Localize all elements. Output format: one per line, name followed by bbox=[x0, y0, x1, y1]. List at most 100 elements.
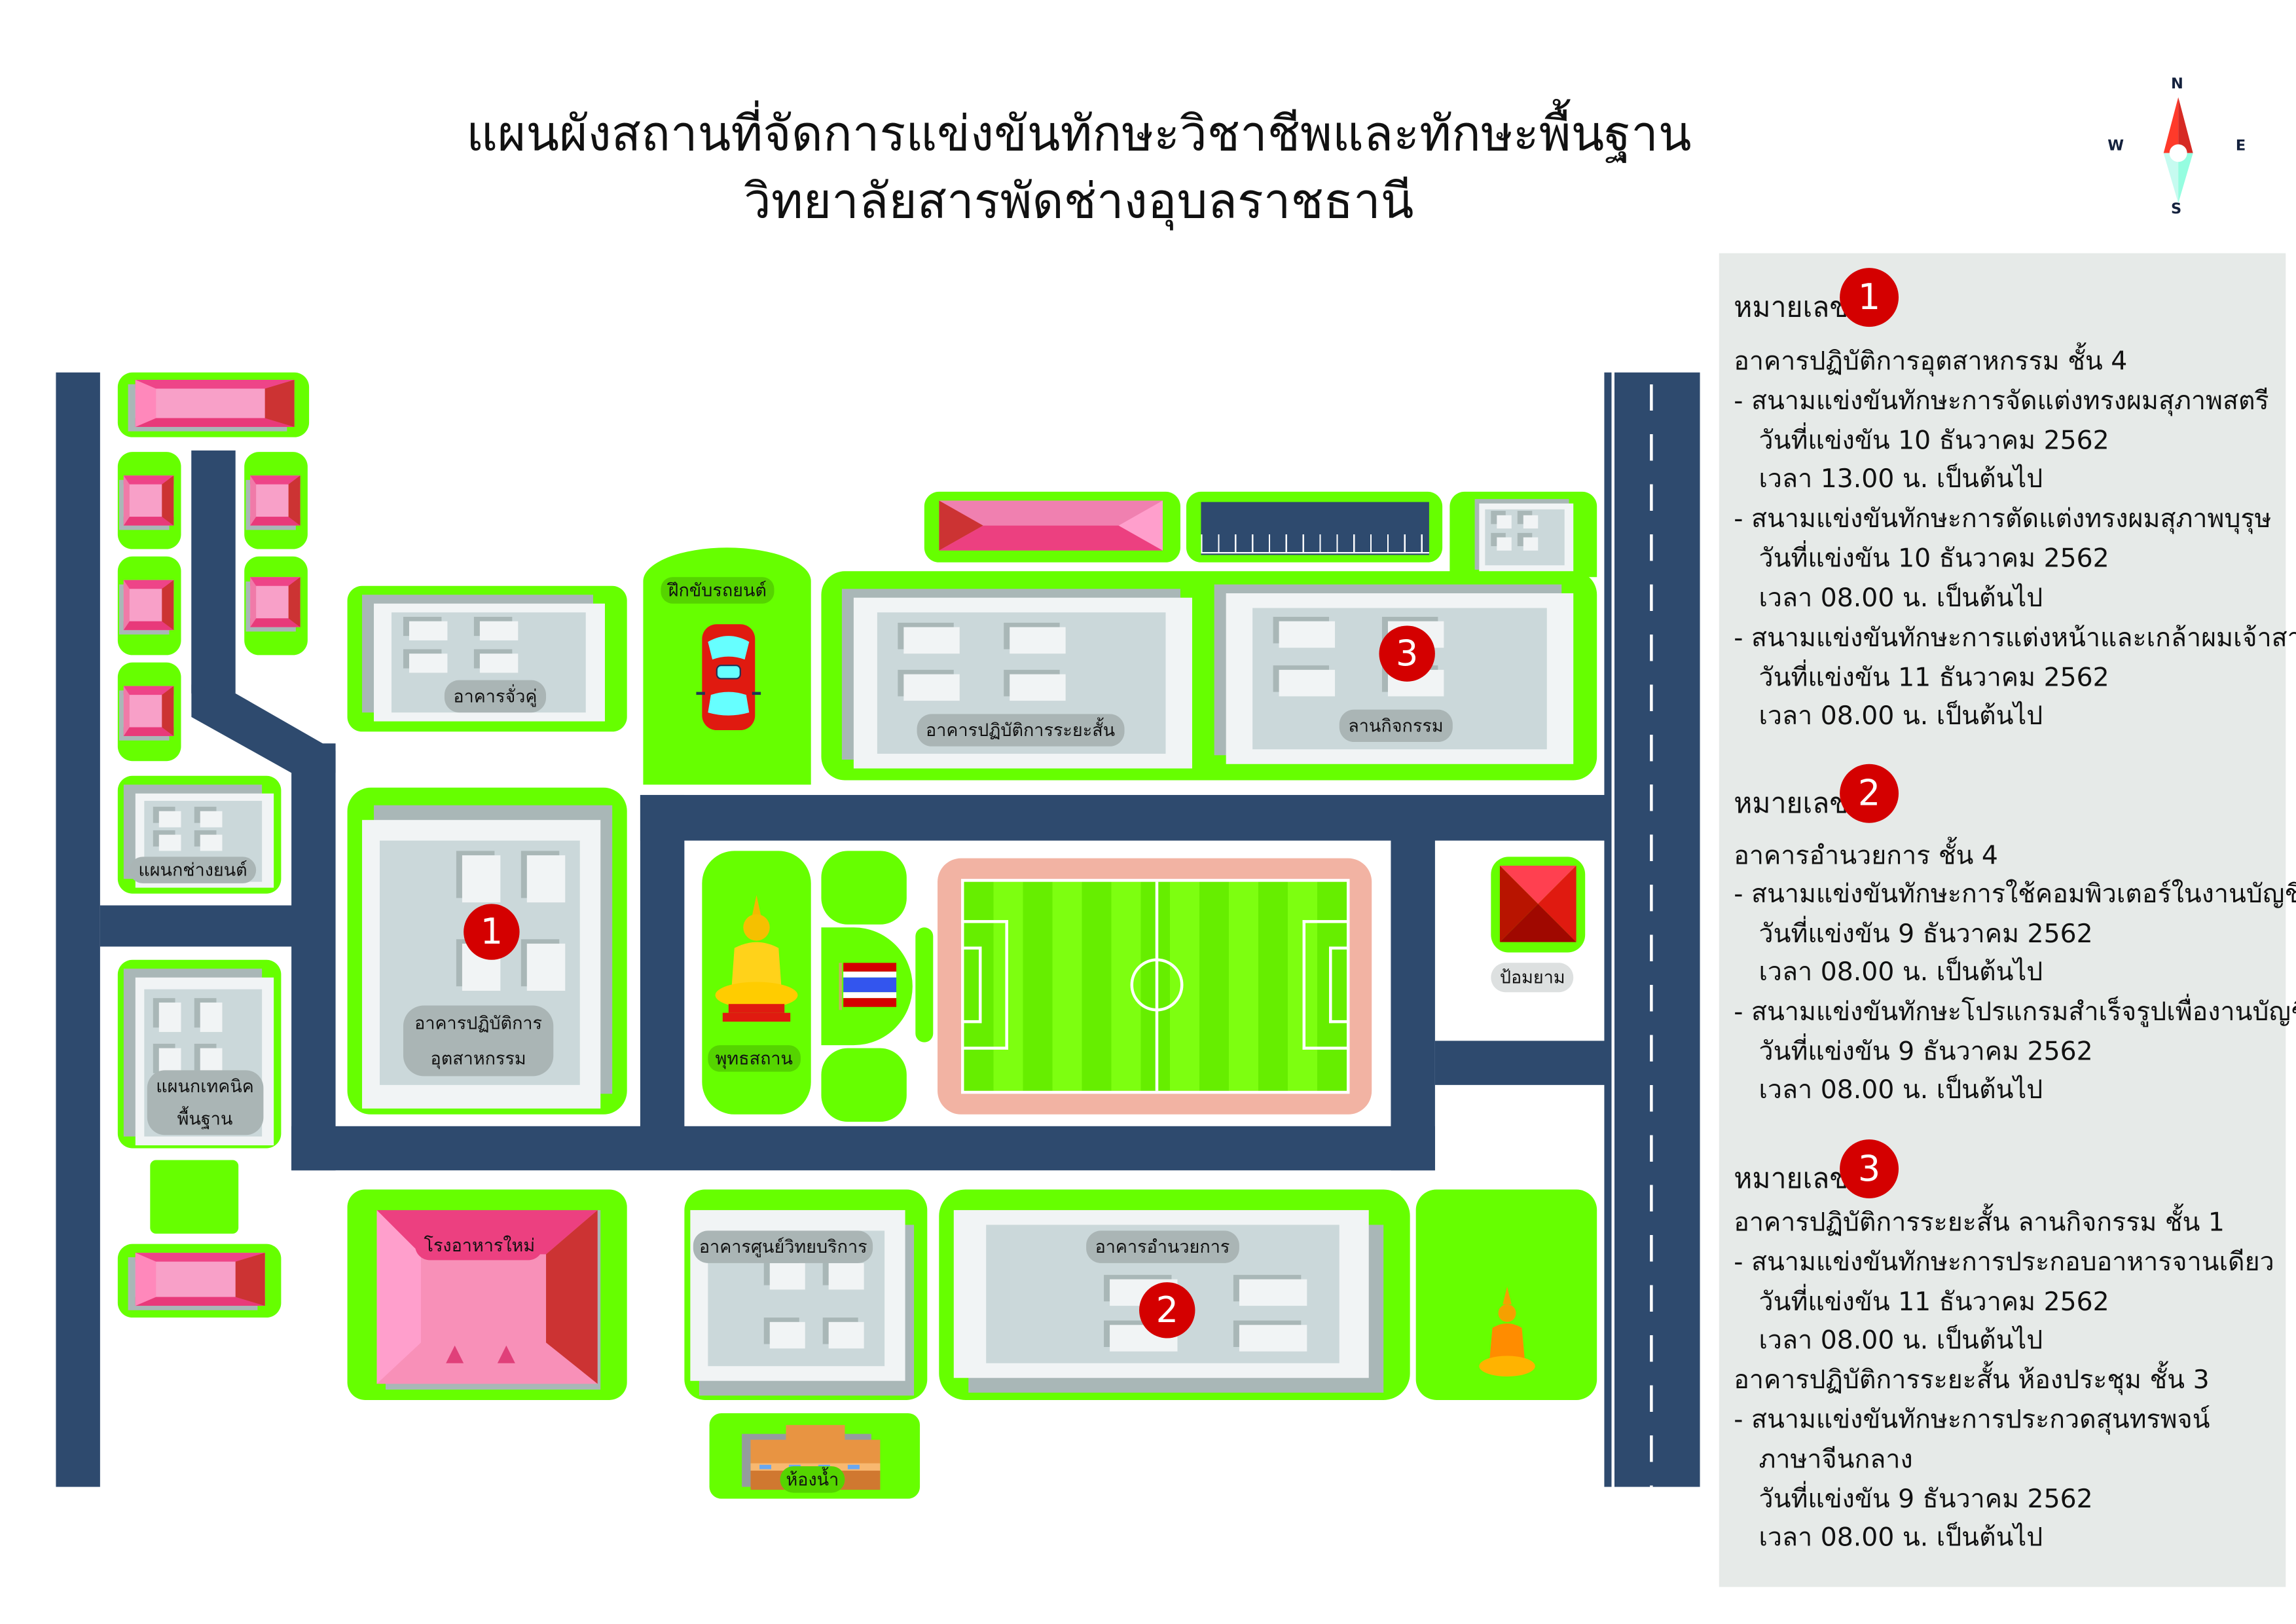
label-industrial-line1: อาคารปฏิบัติการ bbox=[414, 1012, 543, 1034]
grass-plot bbox=[924, 491, 1180, 563]
title-line-2: วิทยาลัยสารพัดช่างอุบลราชธานี bbox=[744, 172, 1414, 230]
legend-line: เวลา 08.00 น. เป็นต้นไป bbox=[1758, 1326, 2043, 1356]
legend-panel: หมายเลข 1 อาคารปฏิบัติการอุตสาหกรรม ชั้น… bbox=[1719, 253, 2296, 1587]
road bbox=[291, 1126, 1435, 1171]
house bbox=[244, 556, 308, 655]
small-building bbox=[1449, 491, 1597, 578]
marker-2[interactable]: 2 bbox=[1139, 1282, 1195, 1338]
grass-plot bbox=[117, 1244, 282, 1318]
legend-line: อาคารอำนวยการ ชั้น 4 bbox=[1734, 841, 1998, 872]
guard-house[interactable] bbox=[1491, 857, 1586, 953]
house bbox=[117, 556, 181, 655]
legend-line: วันที่แข่งขัน 9 ธันวาคม 2562 bbox=[1758, 1485, 2093, 1515]
road bbox=[640, 794, 1612, 841]
label-driving: ฝึกขับรถยนต์ bbox=[661, 577, 774, 604]
legend-line: เวลา 08.00 น. เป็นต้นไป bbox=[1758, 702, 2043, 732]
legend-line: เวลา 08.00 น. เป็นต้นไป bbox=[1758, 1523, 2043, 1553]
shrine-area[interactable]: พุทธสถาน bbox=[702, 851, 811, 1115]
road bbox=[100, 905, 295, 947]
legend-line: - สนามแข่งขันทักษะการประกวดสุนทรพจน์ bbox=[1734, 1405, 2210, 1435]
legend-line: - สนามแข่งขันทักษะการประกอบอาหารจานเดียว bbox=[1734, 1248, 2274, 1278]
football-field[interactable] bbox=[938, 858, 1372, 1115]
legend-line: อาคารปฏิบัติการระยะสั้น ลานกิจกรรม ชั้น … bbox=[1734, 1208, 2225, 1238]
marker-1[interactable]: 1 bbox=[464, 904, 520, 960]
label-guard: ป้อมยาม bbox=[1491, 963, 1575, 993]
label-admin: อาคารอำนวยการ bbox=[1086, 1230, 1239, 1263]
legend-line: วันที่แข่งขัน 9 ธันวาคม 2562 bbox=[1758, 1037, 2093, 1067]
grass-plot bbox=[821, 1048, 907, 1122]
parking-lot[interactable] bbox=[1186, 491, 1443, 563]
main-road bbox=[1604, 372, 1700, 1487]
flagpole-area bbox=[821, 927, 913, 1046]
legend-line: วันที่แข่งขัน 11 ธันวาคม 2562 bbox=[1758, 1288, 2109, 1318]
building-resource-center[interactable]: อาคารศูนย์วิทยบริการ bbox=[684, 1189, 928, 1400]
legend-line: - สนามแข่งขันทักษะการจัดแต่งทรงผมสุภาพสต… bbox=[1734, 387, 2269, 417]
label-basic-tech: แผนกเทคนิคพื้นฐาน bbox=[147, 1070, 263, 1135]
compass-n: N bbox=[2170, 76, 2183, 93]
label-basic-tech-line1: แผนกเทคนิค bbox=[156, 1076, 254, 1097]
buddha-garden bbox=[1415, 1189, 1597, 1400]
building-auto-dept[interactable]: แผนกช่างยนต์ bbox=[117, 775, 282, 894]
guard-roof-icon bbox=[1499, 865, 1576, 942]
legend-marker-3: 3 bbox=[1840, 1139, 1899, 1198]
road bbox=[56, 372, 100, 1487]
grass-strip bbox=[915, 927, 934, 1043]
label-industrial-line2: อุตสาหกรรม bbox=[430, 1048, 526, 1069]
title-line-1: แผนผังสถานที่จัดการแข่งขันทักษะวิชาชีพแล… bbox=[466, 104, 1692, 162]
compass-w: W bbox=[2107, 138, 2124, 155]
compass-icon: N S W E bbox=[2105, 73, 2252, 221]
building-admin[interactable]: อาคารอำนวยการ 2 bbox=[939, 1189, 1410, 1400]
legend-heading-3: หมายเลข bbox=[1734, 1162, 1849, 1196]
legend-marker-2: 2 bbox=[1840, 764, 1899, 823]
roof-icon bbox=[939, 500, 1163, 551]
building-canteen[interactable]: โรงอาหารใหม่ bbox=[347, 1189, 627, 1400]
building-short-course-complex[interactable]: อาคารปฏิบัติการระยะสั้น ลานกิจกรรม 3 bbox=[821, 571, 1597, 781]
label-canteen: โรงอาหารใหม่ bbox=[414, 1230, 544, 1261]
legend-line: เวลา 08.00 น. เป็นต้นไป bbox=[1758, 584, 2043, 614]
label-industrial: อาคารปฏิบัติการอุตสาหกรรม bbox=[403, 1005, 554, 1077]
label-twin-gable: อาคารจั่วคู่ bbox=[444, 680, 546, 713]
building-industrial[interactable]: อาคารปฏิบัติการอุตสาหกรรม 1 bbox=[347, 787, 627, 1115]
legend-line: เวลา 08.00 น. เป็นต้นไป bbox=[1758, 1076, 2043, 1106]
legend-line: - สนามแข่งขันทักษะการตัดแต่งทรงผมสุภาพบุ… bbox=[1734, 505, 2272, 535]
buddha-statue-icon bbox=[1479, 1286, 1535, 1376]
legend-marker-1: 1 bbox=[1840, 268, 1899, 327]
road bbox=[1434, 1041, 1612, 1085]
grass-plot bbox=[821, 851, 907, 925]
page-title: แผนผังสถานที่จัดการแข่งขันทักษะวิชาชีพแล… bbox=[412, 100, 1745, 236]
compass-e: E bbox=[2235, 138, 2246, 155]
label-shrine: พุทธสถาน bbox=[708, 1045, 801, 1072]
compass-s: S bbox=[2170, 201, 2182, 218]
label-short-course: อาคารปฏิบัติการระยะสั้น bbox=[917, 714, 1124, 747]
house bbox=[117, 452, 181, 549]
legend-line: เวลา 13.00 น. เป็นต้นไป bbox=[1758, 465, 2043, 495]
label-activity-yard: ลานกิจกรรม bbox=[1339, 709, 1453, 743]
legend-line: อาคารปฏิบัติการอุตสาหกรรม ชั้น 4 bbox=[1734, 347, 2128, 377]
label-toilet: ห้องน้ำ bbox=[780, 1466, 845, 1493]
marker-3[interactable]: 3 bbox=[1379, 625, 1435, 682]
label-auto-dept: แผนกช่างยนต์ bbox=[129, 857, 257, 883]
legend-line: - สนามแข่งขันทักษะโปรแกรมสำเร็จรูปเพื่อง… bbox=[1734, 998, 2296, 1028]
driving-practice-area[interactable]: ฝึกขับรถยนต์ bbox=[643, 547, 811, 785]
house bbox=[117, 662, 181, 762]
label-resource-center: อาคารศูนย์วิทยบริการ bbox=[693, 1230, 873, 1263]
road bbox=[291, 743, 336, 1171]
road bbox=[640, 794, 685, 1134]
buddha-statue-icon bbox=[715, 895, 798, 1022]
building-basic-tech[interactable]: แผนกเทคนิคพื้นฐาน bbox=[117, 959, 282, 1149]
grass-plot bbox=[150, 1160, 239, 1234]
car-icon bbox=[696, 624, 761, 731]
legend-line: เวลา 08.00 น. เป็นต้นไป bbox=[1758, 958, 2043, 988]
building-toilet[interactable]: ห้องน้ำ bbox=[709, 1413, 920, 1499]
legend-line: วันที่แข่งขัน 11 ธันวาคม 2562 bbox=[1758, 663, 2109, 693]
house bbox=[244, 452, 308, 549]
legend-line: อาคารปฏิบัติการระยะสั้น ห้องประชุม ชั้น … bbox=[1734, 1366, 2210, 1396]
legend-line: - สนามแข่งขันทักษะการแต่งหน้าและเกล้าผมเ… bbox=[1734, 624, 2296, 654]
legend-line: วันที่แข่งขัน 10 ธันวาคม 2562 bbox=[1758, 426, 2109, 456]
legend-line: ภาษาจีนกลาง bbox=[1758, 1445, 1913, 1475]
label-basic-tech-line2: พื้นฐาน bbox=[177, 1108, 233, 1130]
building-twin-gable[interactable]: อาคารจั่วคู่ bbox=[347, 585, 627, 732]
thai-flag-icon bbox=[839, 963, 897, 1010]
legend-line: วันที่แข่งขัน 9 ธันวาคม 2562 bbox=[1758, 920, 2093, 950]
